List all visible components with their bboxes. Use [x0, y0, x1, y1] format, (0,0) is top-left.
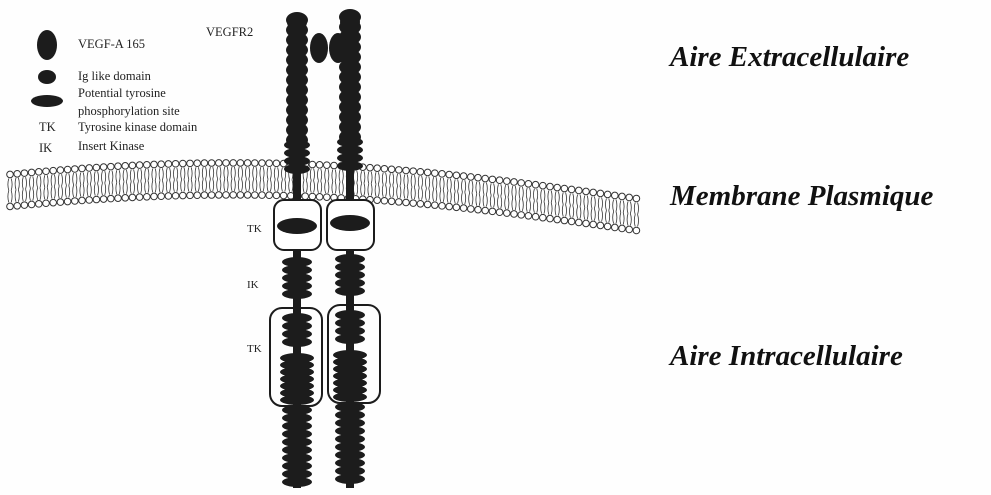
ligand-legend-icon — [37, 30, 57, 60]
receptor-label: VEGFR2 — [206, 25, 253, 39]
phospho-site-legend-icon — [31, 95, 63, 107]
region-membrane: Membrane Plasmique — [669, 180, 934, 212]
legend-ig-domain: Ig like domain — [78, 69, 152, 83]
legend: VEGF-A 165 Ig like domain Potential tyro… — [31, 30, 198, 155]
legend-ik-abbrev: IK — [39, 141, 52, 155]
legend-phospho-line2: phosphorylation site — [78, 104, 180, 118]
region-intracellular: Aire Intracellulaire — [668, 340, 903, 372]
legend-ligand: VEGF-A 165 — [78, 37, 145, 51]
legend-tk-desc: Tyrosine kinase domain — [78, 120, 198, 134]
domain-label-lower: TK — [247, 343, 262, 355]
legend-ik-desc: Insert Kinase — [78, 139, 145, 153]
legend-tk-abbrev: TK — [39, 120, 56, 134]
membrane-bilayer — [7, 160, 640, 234]
ig-domain-legend-icon — [38, 70, 56, 84]
vegf-ligand — [310, 33, 347, 63]
legend-phospho-line1: Potential tyrosine — [78, 86, 166, 100]
domain-label-middle: IK — [247, 279, 259, 291]
juxtamembrane-boxes — [274, 200, 374, 250]
domain-label-upper: TK — [247, 223, 262, 235]
region-extracellular: Aire Extracellulaire — [668, 41, 909, 73]
